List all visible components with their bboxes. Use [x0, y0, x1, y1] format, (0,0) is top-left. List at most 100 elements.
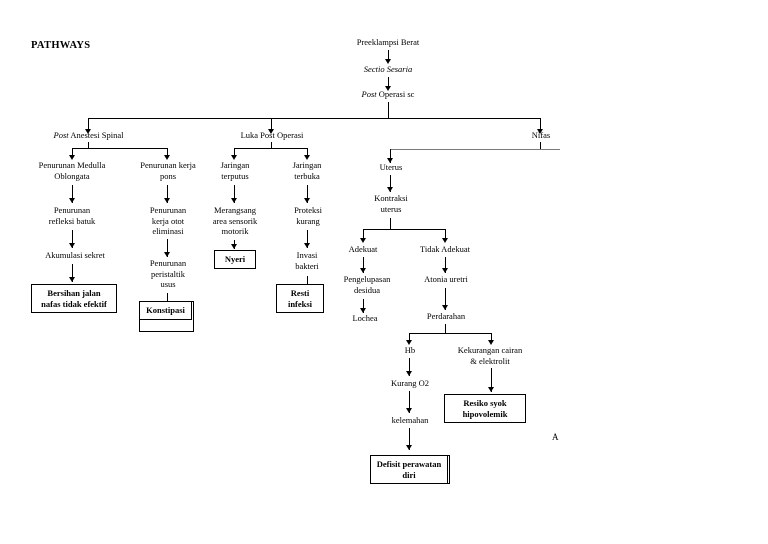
arrowhead [406, 408, 412, 413]
arrowhead [442, 238, 448, 243]
connector [409, 333, 410, 343]
connector [271, 118, 272, 132]
connector [390, 218, 391, 230]
node-atonia-uretri: Atonia uretri [424, 274, 468, 284]
connector [409, 333, 491, 334]
node-penurunan-medulla-oblongata: Penurunan Medulla Oblongata [38, 160, 106, 181]
arrowhead [164, 252, 170, 257]
node-nifas: Nifas [531, 130, 551, 140]
arrowhead [231, 198, 237, 203]
node-bersihan-jalan-nafas-tidak-efektif: Bersihan jalan nafas tidak efektif [31, 284, 117, 314]
node-penurunan-peristaltik-usus: Penurunan peristaltik usus [149, 258, 187, 290]
node-kontraksi-uterus: Kontraksi uterus [374, 193, 408, 214]
arrowhead [85, 129, 91, 134]
arrowhead [406, 371, 412, 376]
node-invasi-bakteri: Invasi bakteri [295, 250, 319, 271]
arrowhead [442, 305, 448, 310]
corner-label-a: A [552, 432, 559, 442]
arrowhead [304, 155, 310, 160]
connector [72, 148, 168, 149]
node-defisit-outer-box [370, 455, 450, 484]
arrowhead [360, 238, 366, 243]
node-post-anestesi-spinal: Post Anestesi Spinal [53, 130, 124, 140]
arrowhead [385, 86, 391, 91]
arrowhead [231, 244, 237, 249]
connector [388, 50, 389, 62]
node-konstipasi-outer-box [139, 301, 194, 332]
connector [388, 102, 389, 119]
connector [72, 230, 73, 248]
arrowhead [442, 268, 448, 273]
node-kurang-o2: Kurang O2 [390, 378, 429, 388]
connector [72, 185, 73, 203]
node-tidak-adekuat: Tidak Adekuat [420, 244, 470, 254]
connector [234, 148, 235, 158]
node-kelemahan: kelemahan [391, 415, 429, 425]
node-hb: Hb [404, 345, 416, 355]
page-title: PATHWAYS [31, 40, 91, 51]
connector [167, 185, 168, 203]
connector [390, 149, 391, 163]
connector [445, 324, 446, 334]
connector [271, 142, 272, 149]
node-proteksi-kurang: Proteksi kurang [294, 205, 322, 226]
connector [445, 257, 446, 273]
connector [540, 118, 541, 132]
arrowhead [69, 277, 75, 282]
connector [307, 230, 308, 248]
arrowhead [406, 340, 412, 345]
node-resiko-syok-hipovolemik: Resiko syok hipovolemik [444, 394, 526, 424]
node-resti-infeksi: Resti infeksi [276, 284, 324, 314]
arrowhead [69, 198, 75, 203]
node-post-operasi-sc: Post Operasi sc [361, 89, 415, 99]
arrowhead [69, 155, 75, 160]
node-penurunan-kerja-otot-eliminasi: Penurunan kerja otot eliminasi [149, 205, 187, 237]
arrowhead [268, 129, 274, 134]
connector [491, 368, 492, 392]
node-uterus: Uterus [379, 162, 403, 172]
connector [409, 358, 410, 376]
arrowhead [488, 387, 494, 392]
connector [167, 239, 168, 257]
node-perdarahan: Perdarahan [426, 311, 466, 321]
arrowhead [164, 198, 170, 203]
connector [540, 142, 541, 150]
connector [363, 229, 364, 241]
node-preeklampsi-berat: Preeklampsi Berat [356, 37, 420, 47]
connector [363, 229, 445, 230]
connector [390, 175, 391, 192]
connector [445, 288, 446, 310]
connector [234, 185, 235, 203]
connector [307, 148, 308, 158]
arrowhead [537, 129, 543, 134]
arrowhead [304, 243, 310, 248]
connector [491, 333, 492, 343]
node-merangsang-area-sensorik-motorik: Merangsang area sensorik motorik [212, 205, 258, 237]
node-penurunan-refleksi-batuk: Penurunan refleksi batuk [48, 205, 96, 226]
arrowhead [360, 308, 366, 313]
node-lochea: Lochea [352, 313, 378, 323]
connector [307, 276, 308, 288]
connector [88, 142, 89, 149]
connector [409, 428, 410, 450]
connector [72, 148, 73, 158]
node-jaringan-terbuka: Jaringan terbuka [292, 160, 322, 181]
node-jaringan-terputus: Jaringan terputus [220, 160, 250, 181]
node-kekurangan-cairan-elektrolit: Kekurangan cairan & elektrolit [457, 345, 523, 366]
node-akumulasi-sekret: Akumulasi sekret [45, 250, 105, 260]
connector [363, 299, 364, 313]
node-sectio-sesaria: Sectio Sesaria [363, 64, 413, 74]
node-penurunan-kerja-pons: Penurunan kerja pons [140, 160, 196, 181]
connector [88, 118, 89, 132]
arrowhead [304, 198, 310, 203]
arrowhead [387, 158, 393, 163]
connector [234, 148, 308, 149]
arrowhead [164, 155, 170, 160]
connector [409, 391, 410, 413]
node-pengelupasan-desidua: Pengelupasan desidua [343, 274, 391, 295]
arrowhead [360, 268, 366, 273]
connector [72, 264, 73, 282]
node-luka-post-operasi: Luka Post Operasi [240, 130, 304, 140]
arrowhead [488, 340, 494, 345]
connector [445, 229, 446, 241]
